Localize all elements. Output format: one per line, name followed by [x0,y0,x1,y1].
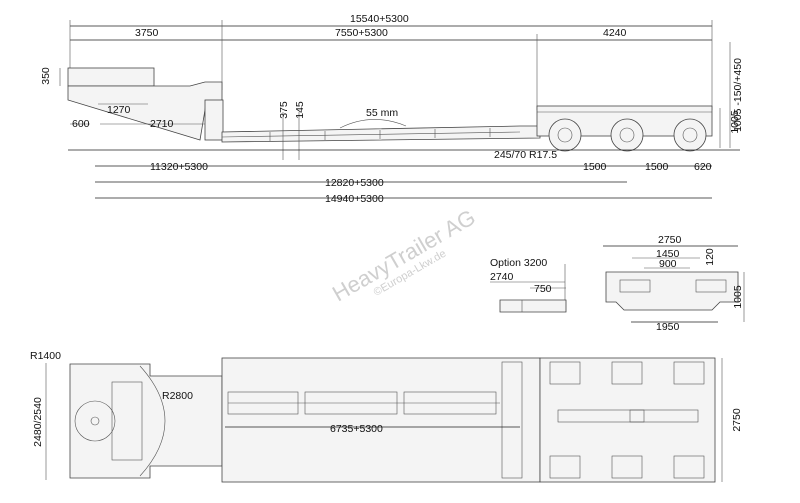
rear-width: 2750 [658,234,682,246]
watermark: HeavyTrailer AG ©Europa-Lkw.de [328,204,480,306]
wheel-2 [610,118,644,152]
option-detail: Option 3200 2740 750 [490,257,567,313]
rear-height: 1005 [732,285,744,309]
gooseneck-neck [67,81,223,141]
dim-bed-length: 7550+5300 [335,27,388,39]
rear-top-height: 120 [704,248,716,266]
wheel-3 [673,118,707,152]
dim-to-axle-1: 11320+5300 [150,161,208,173]
bogie-plan [539,357,716,483]
dim-rear-height-side: 1005 [729,110,741,134]
dim-axle-spacing-2: 1500 [645,161,669,173]
gooseneck-support [204,99,224,141]
top-total-width: 2750 [731,408,743,432]
dim-gooseneck-length: 3750 [135,27,159,39]
kingpin-plate [74,400,116,442]
dim-total-length: 15540+5300 [350,13,409,25]
dim-to-axle-3: 14940+5300 [325,193,384,205]
top-gooseneck-width: 2480/2540 [32,397,44,447]
wheel-pairs-plan [549,361,705,479]
dim-camber: 55 mm [366,107,398,119]
option-profile [499,299,567,313]
dim-deck-height-a: 375 [278,101,290,119]
rear-view: 2750 1450 900 120 505 1005 1950 [603,234,745,333]
gooseneck-deck [67,67,155,87]
option-offset: 750 [534,283,552,295]
top-view: R1400 2480/2540 R2800 6735+5300 [30,350,743,483]
watermark-brand: HeavyTrailer AG [328,204,480,306]
dim-axle-spacing-1: 1500 [583,161,607,173]
rear-frame-width: 900 [659,258,677,270]
rear-bottom-width: 1950 [656,321,680,333]
dim-kingpin-to-step: 2710 [150,118,174,130]
dim-rear-overhang: 620 [694,161,712,173]
option-title: Option 3200 [490,257,547,269]
top-swing-radius: R2800 [162,390,193,402]
gooseneck-plan [69,363,223,479]
tyre-size: 245/70 R17.5 [494,149,557,161]
dim-rear-height: 1005 -150/+450 [732,58,744,132]
wheels [548,118,707,152]
wheel-1 [548,118,582,152]
bed-ribs [269,128,491,141]
option-width: 2740 [490,271,514,283]
dim-to-axle-2: 12820+5300 [325,177,384,189]
dim-front-overhang: 600 [72,118,90,130]
dim-deck-height-b: 145 [294,101,306,119]
rear-inner-width: 1450 [656,248,680,260]
bed-plan [221,357,541,483]
rear-frame [605,271,739,311]
swing-radius-arc [139,365,166,477]
top-front-radius: R1400 [30,350,61,362]
camber-arc [339,119,407,129]
dim-kingpin-offset: 1270 [107,104,131,116]
top-bed-length: 6735+5300 [330,423,383,435]
dim-gooseneck-height: 350 [40,67,52,85]
side-view: 15540+5300 3750 7550+5300 4240 350 1270 … [40,13,744,205]
dim-rear-length: 4240 [603,27,627,39]
